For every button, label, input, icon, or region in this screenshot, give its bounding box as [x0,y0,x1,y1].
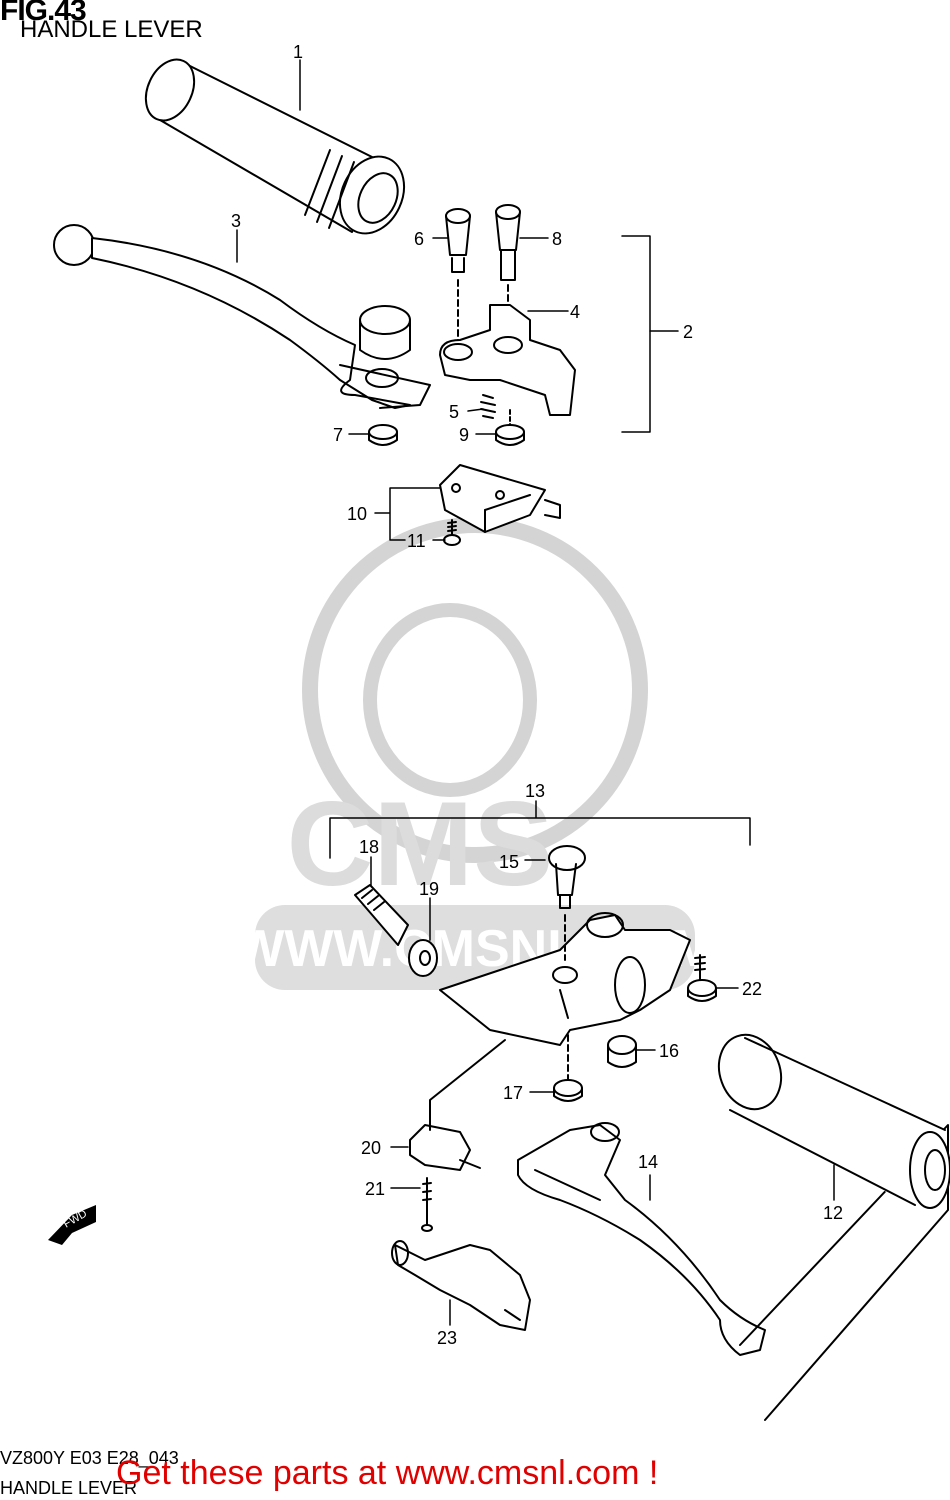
callout-19: 19 [419,879,439,899]
part-21-screw [421,1177,433,1232]
shop-link[interactable]: Get these parts at www.cmsnl.com ! [116,1454,659,1492]
callout-2: 2 [683,322,693,342]
part-13-holder [439,912,691,1046]
callout-21: 21 [365,1179,385,1199]
part-8-bolt [495,204,521,321]
callout-18: 18 [359,837,379,857]
part-14-clutch-lever [517,1122,766,1356]
callout-13: 13 [525,781,545,801]
part-19-nut [408,939,438,977]
callout-14: 14 [638,1152,658,1172]
callout-4: 4 [570,302,580,322]
callout-5: 5 [449,402,459,422]
footer-diagram-name: HANDLE LEVER [0,1478,138,1498]
callout-20: 20 [361,1138,381,1158]
callout-16: 16 [659,1041,679,1061]
callout-1: 1 [293,42,303,62]
callout-12: 12 [823,1203,843,1223]
fwd-arrow: FWD [48,1205,96,1245]
leader-lines [236,59,835,1326]
callout-6: 6 [414,229,424,249]
part-5-spring [480,394,496,419]
part-7-nut [368,424,398,446]
part-1-grip [144,58,406,235]
part-17-nut [553,1034,583,1102]
part-15-pin [548,845,586,961]
callout-9: 9 [459,425,469,445]
callout-10: 10 [347,504,367,524]
callout-17: 17 [503,1083,523,1103]
part-23-cover [391,1240,531,1331]
part-12-grip [717,1033,950,1421]
part-6-bolt [445,208,471,351]
part-18-adjuster [354,884,409,946]
part-9-nut [495,409,525,446]
part-20-switch [409,1039,506,1171]
callout-8: 8 [552,229,562,249]
figure-title: FIG.43 [0,0,87,27]
figure-subtitle: HANDLE LEVER [20,16,203,43]
callout-7: 7 [333,425,343,445]
part-3-brake-lever [53,224,431,409]
callout-11: 11 [407,531,426,551]
callout-22: 22 [742,979,762,999]
callouts: 1 2 3 4 5 6 7 8 9 10 11 12 13 14 15 16 1… [231,42,843,1348]
watermark: CMS WWW.CMSNL.COM [235,517,715,990]
part-10-switch [439,464,561,533]
watermark-brand: CMS [287,777,554,911]
part-4-holder [439,304,576,416]
callout-23: 23 [437,1328,457,1348]
callout-15: 15 [499,852,519,872]
part-16-collar [607,1035,637,1068]
reservoir [359,305,411,360]
callout-3: 3 [231,211,241,231]
footer-model-code: VZ800Y E03 E28_043 [0,1448,179,1468]
